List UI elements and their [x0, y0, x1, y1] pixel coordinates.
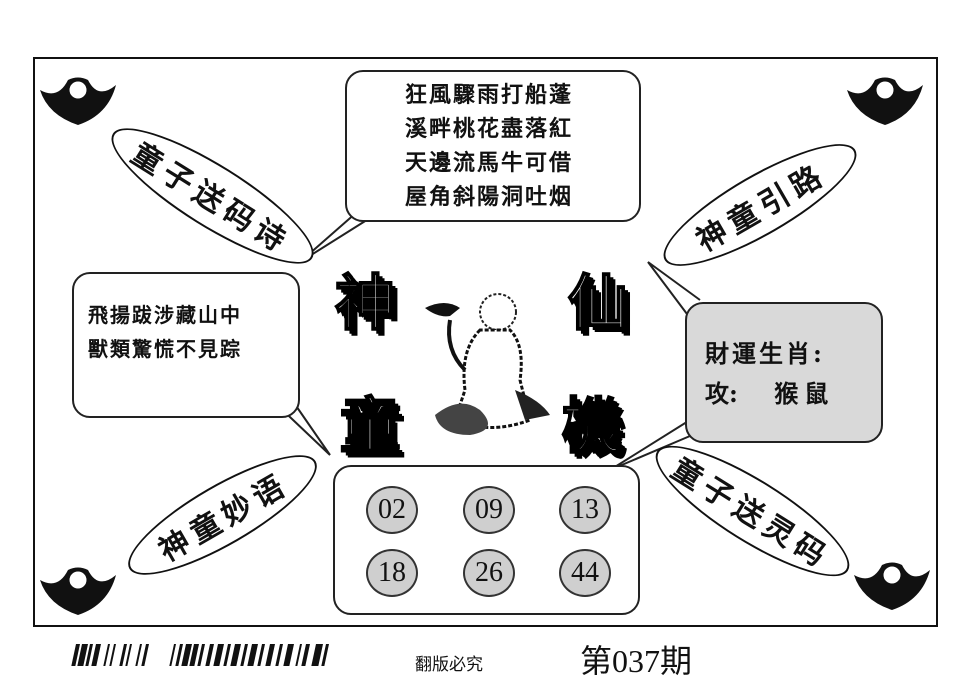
number-ball: 02	[366, 486, 418, 534]
zodiac-animals: 猴鼠	[774, 379, 835, 408]
barcode	[71, 644, 330, 666]
attack-label: 攻:	[705, 379, 738, 408]
child-figure-illustration	[425, 293, 550, 435]
title-char: 神	[334, 268, 396, 340]
left-poem-line: 獸類驚慌不見踪	[88, 337, 242, 361]
number-ball: 13	[559, 486, 611, 534]
gold-ingot-icon	[40, 77, 116, 125]
left-poem-bubble: 飛揚跋涉藏山中 獸類驚慌不見踪	[72, 272, 300, 418]
poem-bubble: 狂風驟雨打船蓬 溪畔桃花盡落紅 天邊流馬牛可借 屋角斜陽洞吐烟	[345, 70, 641, 222]
page-frame	[33, 57, 938, 627]
copyright-notice: 翻版必究	[415, 655, 483, 675]
zodiac-title: 財運生肖:	[705, 339, 825, 368]
number-ball: 09	[463, 486, 515, 534]
title-char: 仙	[567, 268, 629, 340]
number-ball: 26	[463, 549, 515, 597]
poem-line: 溪畔桃花盡落紅	[405, 116, 574, 142]
number-ball: 44	[559, 549, 611, 597]
number-ball: 18	[366, 549, 418, 597]
zodiac-bubble: 財運生肖: 攻: 猴鼠	[685, 302, 883, 443]
poem-line: 狂風驟雨打船蓬	[405, 82, 574, 108]
gold-ingot-icon	[854, 562, 930, 610]
gold-ingot-icon	[40, 567, 116, 615]
title-char: 機	[561, 391, 623, 463]
title-char: 童	[339, 391, 401, 463]
poem-line: 天邊流馬牛可借	[405, 150, 574, 176]
gold-ingot-icon	[847, 77, 923, 125]
left-poem-line: 飛揚跋涉藏山中	[88, 303, 242, 327]
poem-line: 屋角斜陽洞吐烟	[405, 184, 574, 210]
issue-number: 第037期	[580, 643, 693, 679]
